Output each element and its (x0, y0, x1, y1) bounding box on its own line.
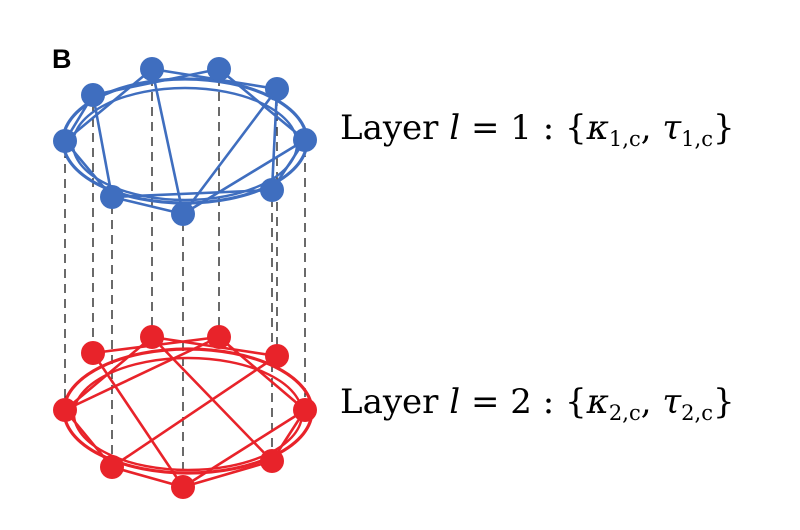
network-edge (150, 68, 185, 215)
network-node (260, 178, 284, 202)
network-edge (182, 408, 306, 489)
network-edge (64, 140, 113, 198)
network-edge (270, 88, 279, 191)
network-edge (64, 67, 153, 143)
network-node (265, 344, 289, 368)
close-brace: } (712, 108, 735, 148)
network-node (265, 77, 289, 101)
network-node (100, 185, 124, 209)
network-node (140, 57, 164, 81)
open-brace: { (564, 382, 587, 422)
layer-word: Layer (340, 382, 439, 422)
network-edge (91, 352, 185, 488)
comma: , (640, 108, 652, 148)
layer-2-caption: Layer l = 2 : {κ2,c, τ2,c} (340, 382, 735, 425)
tau-symbol: τ (662, 108, 682, 148)
network-edge (111, 354, 278, 469)
network-node (53, 398, 77, 422)
network-edge (64, 335, 220, 412)
kappa-symbol: κ (586, 382, 609, 422)
equals-sign: = (470, 382, 500, 422)
layer-number: 1 (510, 108, 532, 148)
network-node (171, 475, 195, 499)
layer-2-network (53, 325, 317, 499)
network-node (293, 398, 317, 422)
layer-variable: l (449, 108, 461, 148)
network-node (293, 128, 317, 152)
interlayer-connectors (64, 77, 306, 479)
comma: , (640, 382, 652, 422)
colon: : (542, 108, 555, 148)
network-edge (182, 138, 306, 216)
layer-number: 2 (510, 382, 532, 422)
network-node (140, 325, 164, 349)
network-node (81, 83, 105, 107)
kappa-symbol: κ (586, 108, 609, 148)
tau-subscript: 1,c (681, 127, 713, 151)
network-edge (64, 336, 153, 411)
network-node (260, 449, 284, 473)
network-edge (151, 336, 273, 462)
network-edge (111, 195, 184, 216)
network-edge (91, 94, 114, 198)
kappa-subscript: 2,c (608, 401, 641, 425)
layer-word: Layer (340, 108, 439, 148)
network-node (207, 57, 231, 81)
tau-symbol: τ (662, 382, 682, 422)
open-brace: { (564, 108, 587, 148)
panel-label: B (52, 44, 72, 74)
tau-subscript: 2,c (681, 401, 713, 425)
layer-1-network (53, 57, 317, 226)
layer-variable: l (449, 382, 461, 422)
network-edge (111, 188, 273, 199)
network-edge (182, 459, 273, 489)
close-brace: } (712, 382, 735, 422)
network-edge (111, 465, 184, 489)
equals-sign: = (470, 108, 500, 148)
network-edge (63, 409, 114, 468)
network-node (207, 325, 231, 349)
layer-1-caption: Layer l = 1 : {κ1,c, τ1,c} (340, 108, 735, 151)
network-edge (218, 336, 306, 411)
network-node (81, 341, 105, 365)
network-node (171, 202, 195, 226)
colon: : (542, 382, 555, 422)
network-node (53, 129, 77, 153)
network-node (100, 455, 124, 479)
network-edge (218, 67, 306, 142)
kappa-subscript: 1,c (608, 127, 641, 151)
